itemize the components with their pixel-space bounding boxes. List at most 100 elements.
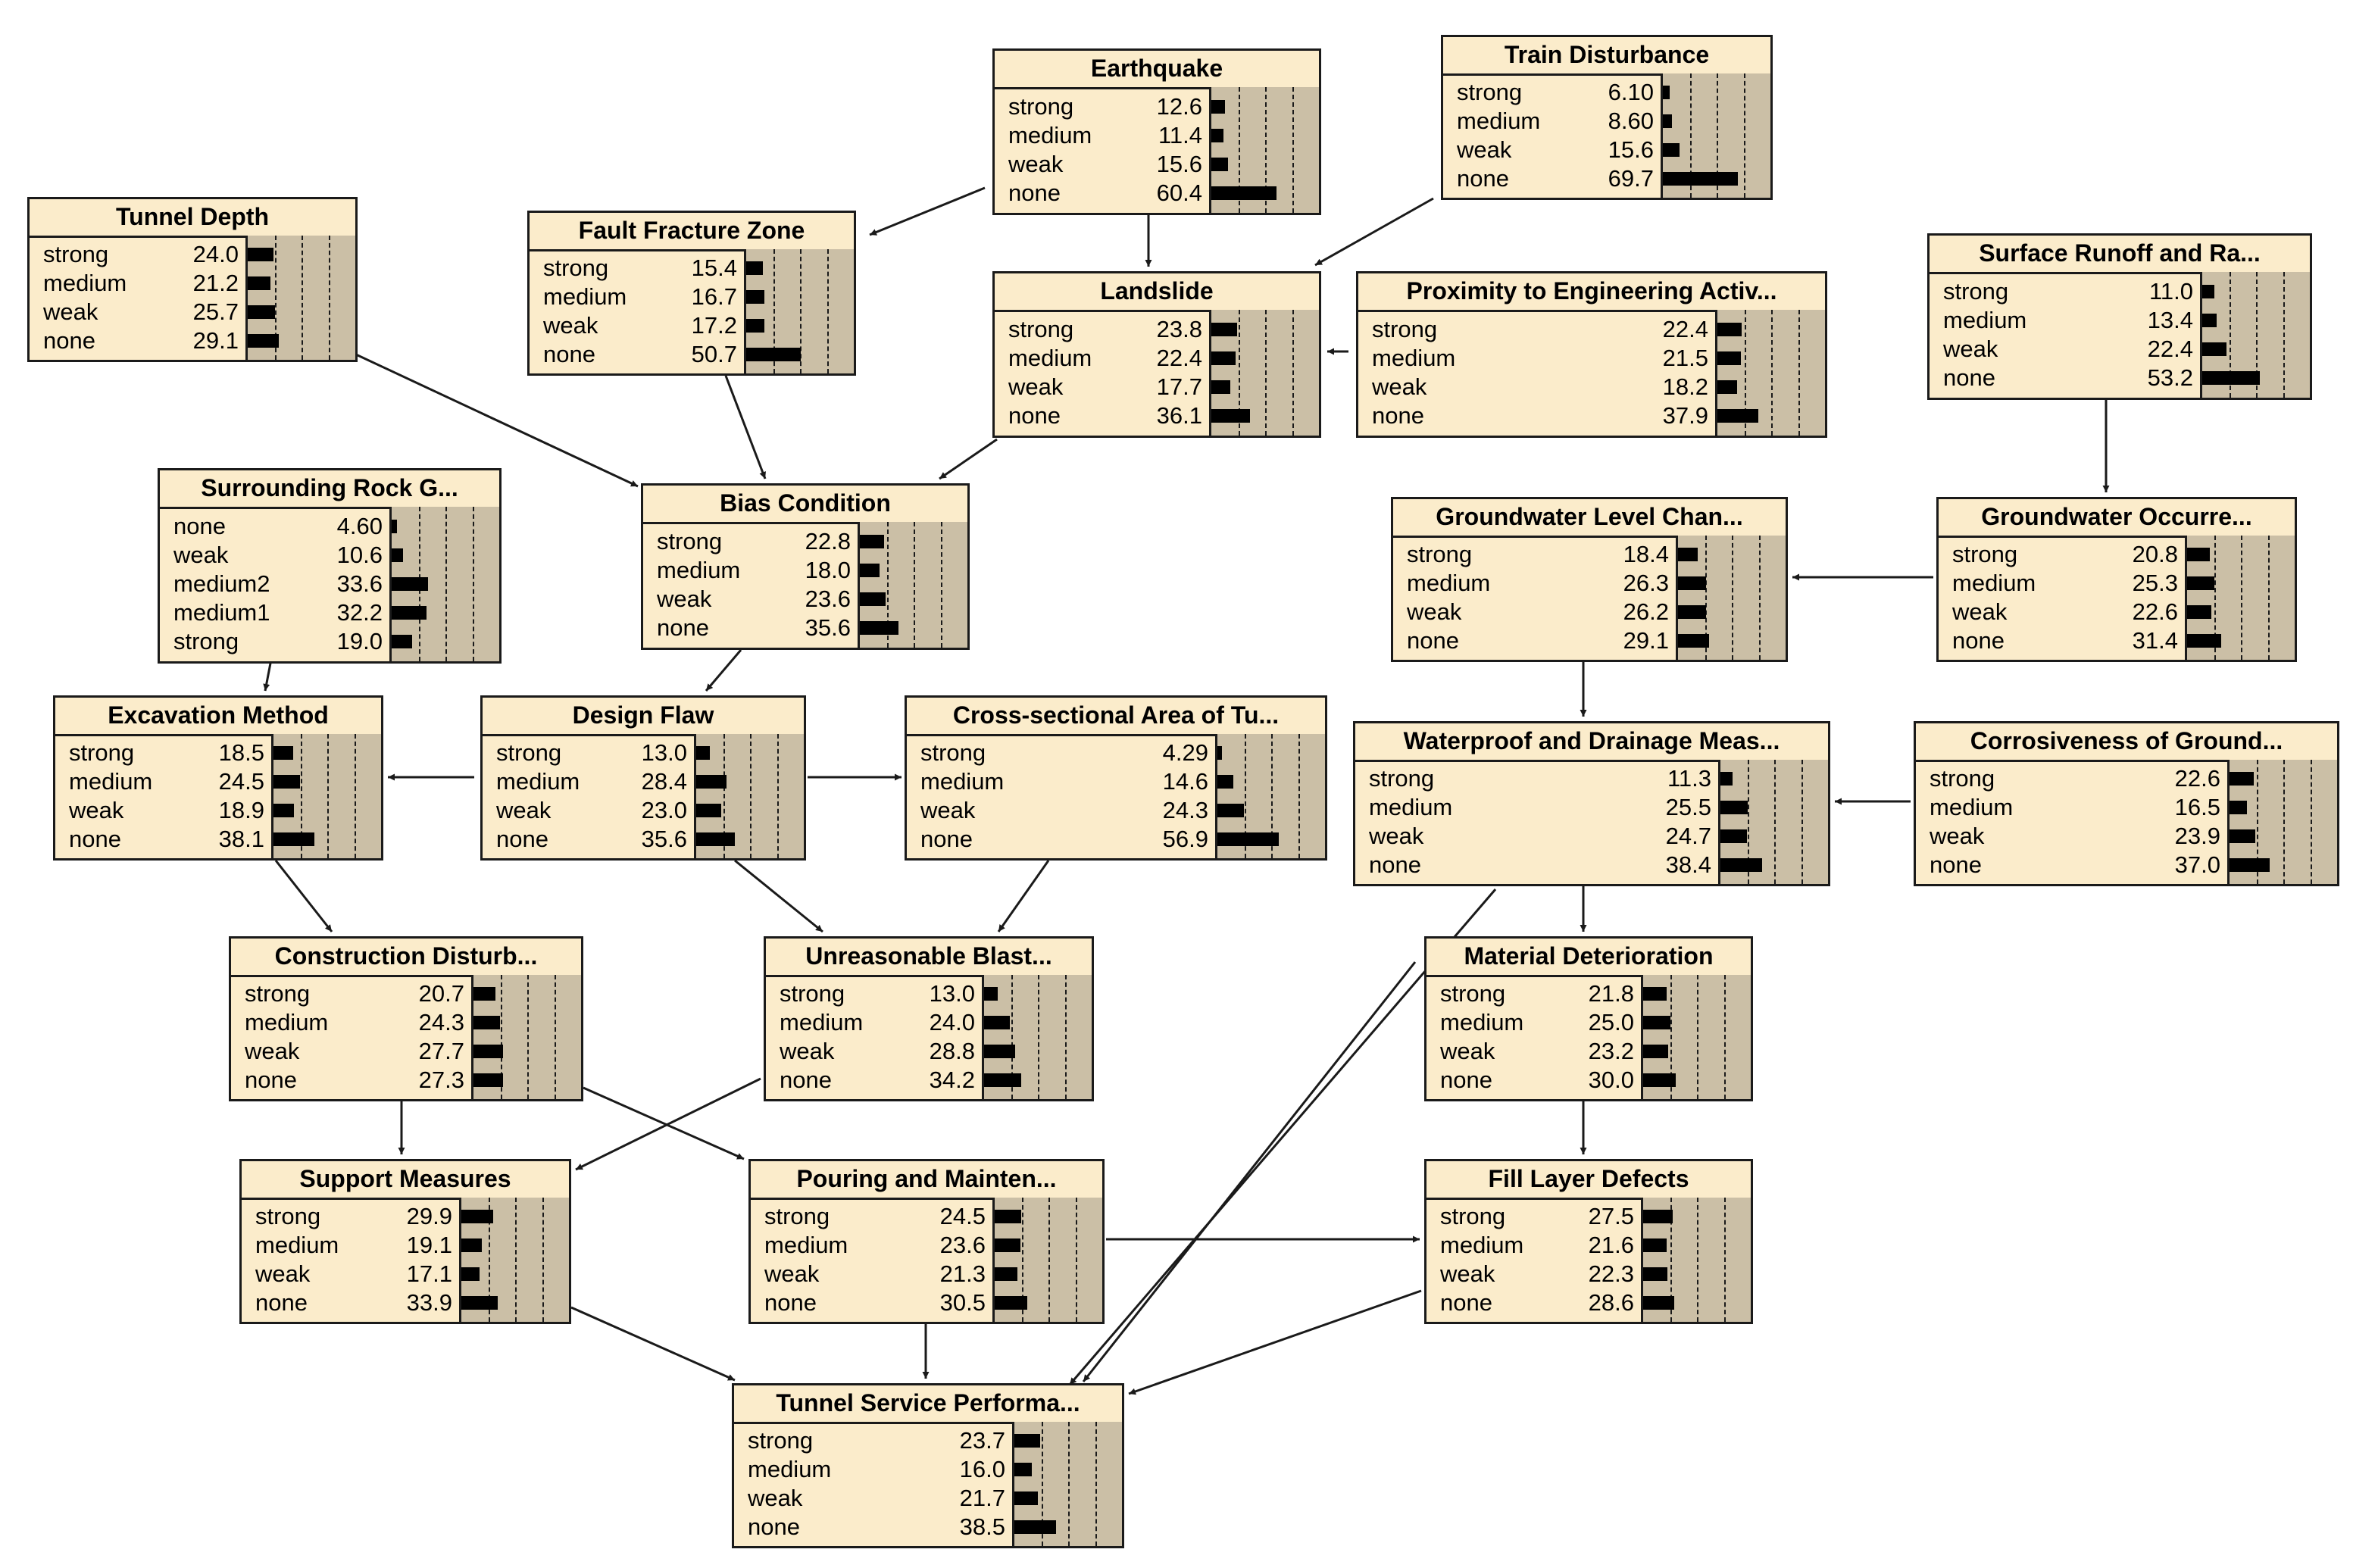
state-label: strong bbox=[780, 980, 845, 1007]
state-probability: 38.5 bbox=[959, 1513, 1005, 1540]
state-label: strong bbox=[245, 980, 311, 1007]
state-probability: 22.6 bbox=[2132, 598, 2178, 625]
state-label: none bbox=[920, 826, 973, 852]
probability-bar bbox=[392, 606, 427, 620]
bar-gridline bbox=[1298, 734, 1300, 858]
probability-bar-panel bbox=[1209, 310, 1319, 436]
node-title: Tunnel Depth bbox=[30, 199, 355, 238]
probability-bar bbox=[2187, 634, 2221, 648]
node-title: Earthquake bbox=[995, 51, 1319, 89]
state-probability: 33.9 bbox=[406, 1289, 452, 1316]
state-probability: 31.4 bbox=[2132, 627, 2178, 654]
state-label: weak bbox=[1440, 1260, 1495, 1287]
state-label: medium1 bbox=[173, 599, 270, 626]
node-title: Unreasonable Blast... bbox=[766, 939, 1092, 977]
state-probability: 24.3 bbox=[418, 1009, 464, 1035]
probability-bar bbox=[746, 348, 801, 361]
bar-gridline bbox=[2256, 272, 2258, 398]
probability-bar-panel bbox=[1641, 975, 1751, 1099]
bar-gridline bbox=[2257, 760, 2258, 884]
node-title: Construction Disturb... bbox=[231, 939, 581, 977]
bar-gridline bbox=[1011, 975, 1013, 1099]
probability-bar-panel bbox=[1718, 760, 1828, 884]
node-title: Groundwater Occurre... bbox=[1939, 499, 2295, 538]
state-probability: 26.3 bbox=[1623, 570, 1669, 596]
state-probability: 13.4 bbox=[2147, 307, 2193, 333]
probability-bar-panel bbox=[459, 1198, 569, 1322]
bar-gridline bbox=[1774, 760, 1776, 884]
bar-gridline bbox=[1724, 975, 1726, 1099]
state-probability: 28.8 bbox=[929, 1038, 975, 1064]
state-label: strong bbox=[1008, 316, 1074, 342]
dependency-arrow bbox=[570, 1306, 736, 1382]
bar-gridline bbox=[827, 249, 829, 373]
node-title: Waterproof and Drainage Meas... bbox=[1355, 723, 1828, 762]
bar-gridline bbox=[1292, 310, 1294, 436]
probability-bar bbox=[696, 775, 727, 789]
bar-gridline bbox=[1697, 975, 1698, 1099]
state-probability: 25.7 bbox=[192, 298, 239, 325]
bar-gridline bbox=[1022, 1198, 1023, 1322]
state-probability: 16.0 bbox=[959, 1456, 1005, 1482]
state-label: medium2 bbox=[173, 570, 270, 597]
state-label: none bbox=[43, 327, 95, 354]
state-label: none bbox=[1008, 180, 1061, 206]
probability-bar bbox=[248, 334, 279, 348]
state-probability: 18.2 bbox=[1662, 373, 1708, 400]
dependency-arrow bbox=[939, 438, 998, 480]
bar-gridline bbox=[1801, 760, 1803, 884]
state-probability: 24.3 bbox=[1162, 797, 1208, 823]
bar-gridline bbox=[2311, 760, 2312, 884]
state-probability: 26.2 bbox=[1623, 598, 1669, 625]
bar-gridline bbox=[2230, 272, 2231, 398]
probability-bar-panel bbox=[1661, 73, 1770, 198]
state-probability: 20.8 bbox=[2132, 541, 2178, 567]
probability-bar bbox=[248, 305, 275, 319]
probability-bar bbox=[1720, 829, 1747, 843]
probability-bar-panel bbox=[1209, 87, 1319, 213]
